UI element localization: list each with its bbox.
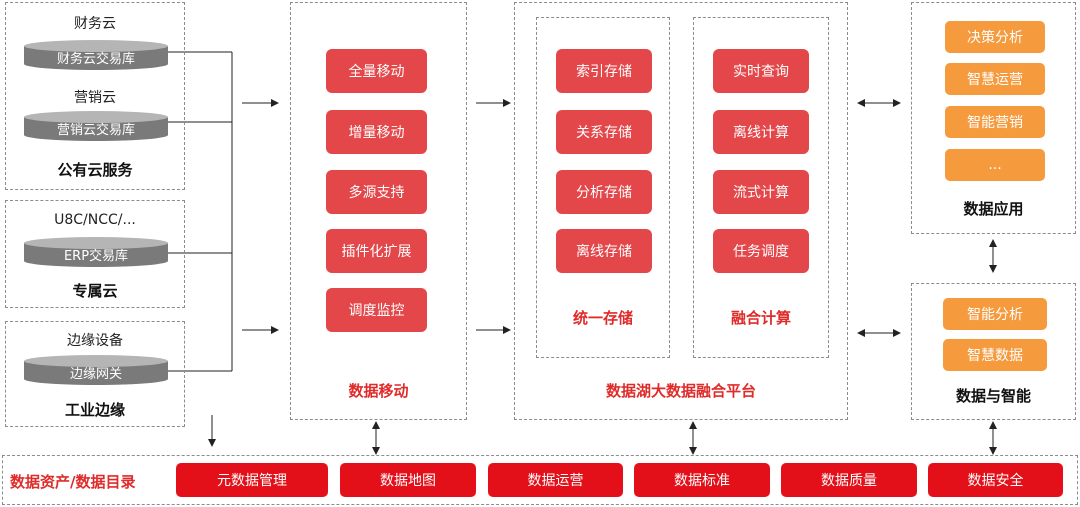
- edge-panel: [5, 321, 185, 427]
- catalog-item-map[interactable]: 数据地图: [340, 463, 476, 497]
- compute-panel: [693, 17, 829, 358]
- edge-gateway-cylinder: 边缘网关: [24, 355, 168, 385]
- platform-panel: [514, 2, 848, 420]
- catalog-item-quality[interactable]: 数据质量: [781, 463, 917, 497]
- catalog-item-standards[interactable]: 数据标准: [634, 463, 770, 497]
- compute-item[interactable]: 流式计算: [713, 170, 809, 214]
- catalog-item-operations[interactable]: 数据运营: [488, 463, 623, 497]
- erp-db-label: ERP交易库: [63, 249, 129, 264]
- data-intel-title: 数据与智能: [955, 387, 1031, 405]
- marketing-db-cylinder: 营销云交易库: [24, 111, 168, 141]
- data-catalog-title: 数据资产/数据目录: [10, 473, 136, 491]
- storage-item[interactable]: 分析存储: [556, 170, 652, 214]
- data-movement-item[interactable]: 全量移动: [326, 49, 427, 93]
- data-movement-title: 数据移动: [348, 382, 409, 400]
- platform-title: 数据湖大数据融合平台: [605, 382, 756, 400]
- data-apps-panel: [911, 2, 1076, 234]
- erp-db-cylinder: ERP交易库: [24, 237, 168, 267]
- storage-item[interactable]: 索引存储: [556, 49, 652, 93]
- marketing-db-label: 营销云交易库: [56, 123, 135, 138]
- data-apps-title: 数据应用: [963, 200, 1024, 218]
- storage-item[interactable]: 离线存储: [556, 229, 652, 273]
- finance-db-cylinder: 财务云交易库: [24, 40, 168, 70]
- storage-title: 统一存储: [572, 309, 633, 327]
- finance-cloud-label: 财务云: [74, 16, 116, 32]
- compute-item[interactable]: 任务调度: [713, 229, 809, 273]
- compute-title: 融合计算: [730, 309, 791, 327]
- data-catalog-bar: [2, 455, 1078, 505]
- data-app-item[interactable]: 智慧运营: [945, 63, 1045, 95]
- storage-panel: [536, 17, 670, 358]
- edge-title: 工业边缘: [64, 401, 125, 419]
- data-app-item[interactable]: 智能营销: [945, 106, 1045, 138]
- data-movement-item[interactable]: 多源支持: [326, 170, 427, 214]
- data-movement-item[interactable]: 增量移动: [326, 110, 427, 154]
- marketing-cloud-label: 营销云: [74, 90, 116, 106]
- data-intel-panel: [911, 283, 1076, 420]
- data-app-item[interactable]: ...: [945, 149, 1045, 181]
- data-movement-item[interactable]: 调度监控: [326, 288, 427, 332]
- data-intel-item[interactable]: 智慧数据: [943, 339, 1047, 371]
- storage-item[interactable]: 关系存储: [556, 110, 652, 154]
- dedicated-cloud-panel: [5, 200, 185, 308]
- compute-item[interactable]: 实时查询: [713, 49, 809, 93]
- data-intel-item[interactable]: 智能分析: [943, 298, 1047, 330]
- dedicated-cloud-label: U8C/NCC/...: [54, 212, 136, 228]
- catalog-item-metadata[interactable]: 元数据管理: [176, 463, 328, 497]
- finance-db-label: 财务云交易库: [56, 52, 135, 67]
- dedicated-cloud-title: 专属云: [72, 282, 118, 300]
- edge-gateway-label: 边缘网关: [69, 367, 122, 382]
- edge-device-label: 边缘设备: [67, 333, 123, 349]
- data-movement-panel: [290, 2, 467, 420]
- public-cloud-panel: [5, 2, 185, 190]
- data-movement-item[interactable]: 插件化扩展: [326, 229, 427, 273]
- catalog-item-security[interactable]: 数据安全: [928, 463, 1063, 497]
- public-cloud-title: 公有云服务: [57, 161, 133, 179]
- data-app-item[interactable]: 决策分析: [945, 21, 1045, 53]
- compute-item[interactable]: 离线计算: [713, 110, 809, 154]
